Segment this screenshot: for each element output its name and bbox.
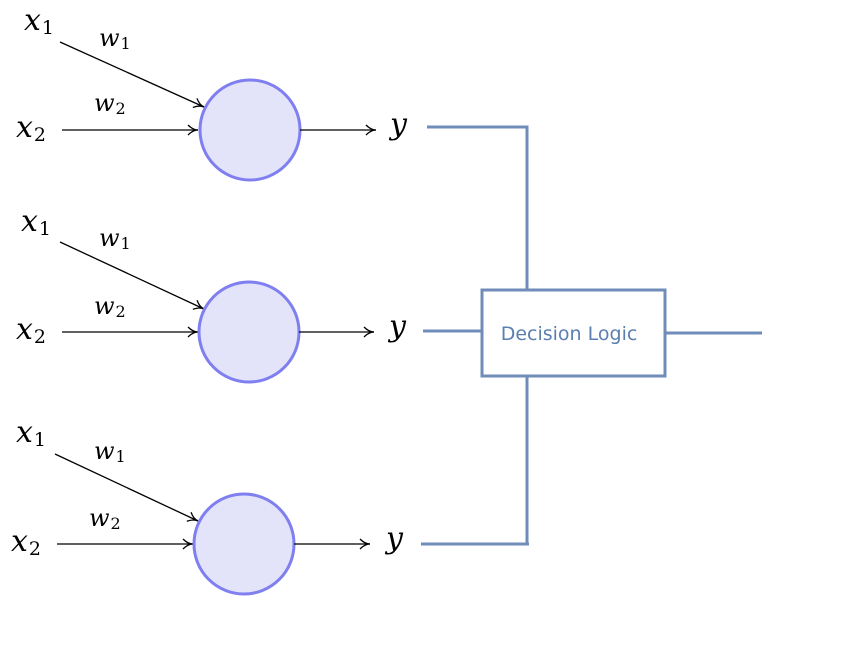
input-x1-arrow xyxy=(59,241,205,310)
decision-wires xyxy=(421,125,762,546)
input-x1-arrow xyxy=(54,453,199,522)
wire-top xyxy=(427,125,529,290)
output-y-label: y xyxy=(384,521,404,556)
neuron-node xyxy=(192,492,296,596)
decision-logic-box: Decision Logic xyxy=(480,288,667,378)
output-y-label: y xyxy=(388,107,408,142)
neuron-unit-1: x1 w1 w2 x2 y xyxy=(16,3,408,182)
decision-logic-frame xyxy=(480,288,667,378)
neuron-unit-3: x1 w1 w2 x2 y xyxy=(11,415,404,596)
input-x2-label: x2 xyxy=(16,110,46,146)
output-y-label: y xyxy=(387,309,407,344)
input-x1-arrow xyxy=(59,41,205,109)
neuron-node xyxy=(197,280,301,384)
input-x1-label: x1 xyxy=(24,3,54,39)
weight-w1-label: w1 xyxy=(99,224,131,253)
input-x2-label: x2 xyxy=(11,524,41,560)
weight-w1-label: w1 xyxy=(99,24,131,53)
weight-w1-label: w1 xyxy=(94,437,126,466)
weight-w2-label: w2 xyxy=(94,89,126,118)
neuron-node xyxy=(198,78,302,182)
input-x2-label: x2 xyxy=(16,312,46,348)
neuron-unit-2: x1 w1 w2 x2 y xyxy=(16,204,407,384)
input-x1-label: x1 xyxy=(16,415,46,451)
weight-w2-label: w2 xyxy=(94,292,126,321)
wire-bottom xyxy=(421,376,529,546)
decision-logic-label: Decision Logic xyxy=(501,323,638,345)
input-x1-label: x1 xyxy=(21,204,51,240)
weight-w2-label: w2 xyxy=(89,504,121,533)
